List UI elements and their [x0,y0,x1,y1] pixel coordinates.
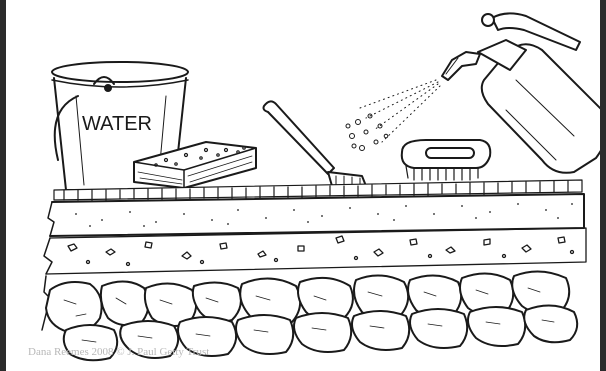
illustration-canvas: WATER [6,0,600,371]
mist-icon [345,79,441,151]
water-bucket-icon: WATER [51,61,189,191]
stone-icon [351,310,411,351]
mosaic-cleaning-illustration: WATER [41,12,600,362]
stone-icon [409,308,469,349]
stone-icon [523,304,579,344]
coarse-mortar-layer [43,227,587,275]
stone-icon [62,324,119,362]
stone-icon [239,277,302,326]
stone-icon [467,306,527,347]
stone-icon [177,316,238,357]
stone-icon [119,320,180,359]
spray-bottle-icon [441,12,600,174]
credit-text: Dana Reemes 2008 © J. Paul Getty Trust [28,346,210,358]
mosaic-tesserae-layer [53,179,583,201]
bucket-label: WATER [82,113,152,135]
stone-icon [191,281,242,323]
scrub-brush-icon [400,139,492,181]
fine-mortar-layer [47,193,585,237]
stone-icon [293,312,353,353]
stone-icon [235,314,295,355]
stone-icon [45,281,103,334]
sponge-icon [133,141,257,189]
paint-brush-icon [262,100,367,187]
stone-foundation-layer [41,270,579,362]
